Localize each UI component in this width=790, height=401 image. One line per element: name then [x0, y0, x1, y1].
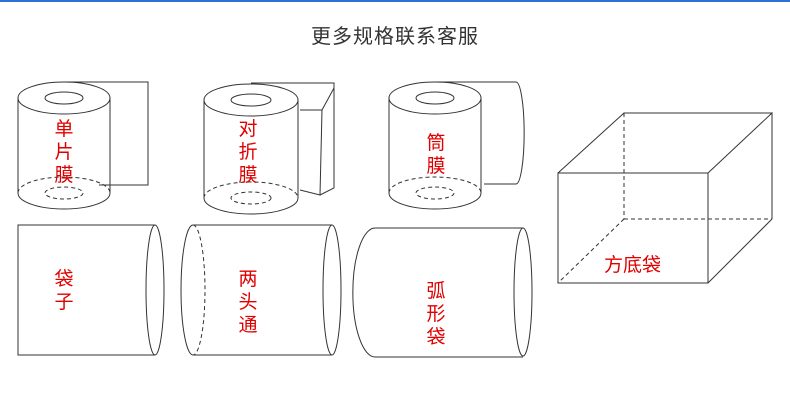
shape-open-both-ends	[180, 224, 342, 356]
label-single-film: 单片膜	[54, 118, 74, 186]
top-accent-rule	[0, 0, 790, 2]
box-square-bottom-bag	[557, 112, 774, 284]
page-title: 更多规格联系客服	[311, 24, 479, 48]
label-tube-film: 筒膜	[426, 132, 446, 177]
label-arc-bag: 弧形袋	[426, 280, 446, 348]
shape-arc-bag	[352, 227, 533, 358]
label-bag: 袋子	[54, 268, 74, 313]
label-folded-film: 对折膜	[238, 118, 258, 186]
roll-folded-film	[203, 82, 335, 215]
roll-single-film	[17, 81, 149, 210]
label-open-both-ends: 两头通	[238, 268, 258, 336]
label-square-bottom-bag: 方底袋	[604, 254, 662, 276]
roll-tube-film	[388, 81, 525, 210]
shape-bag	[17, 224, 165, 356]
